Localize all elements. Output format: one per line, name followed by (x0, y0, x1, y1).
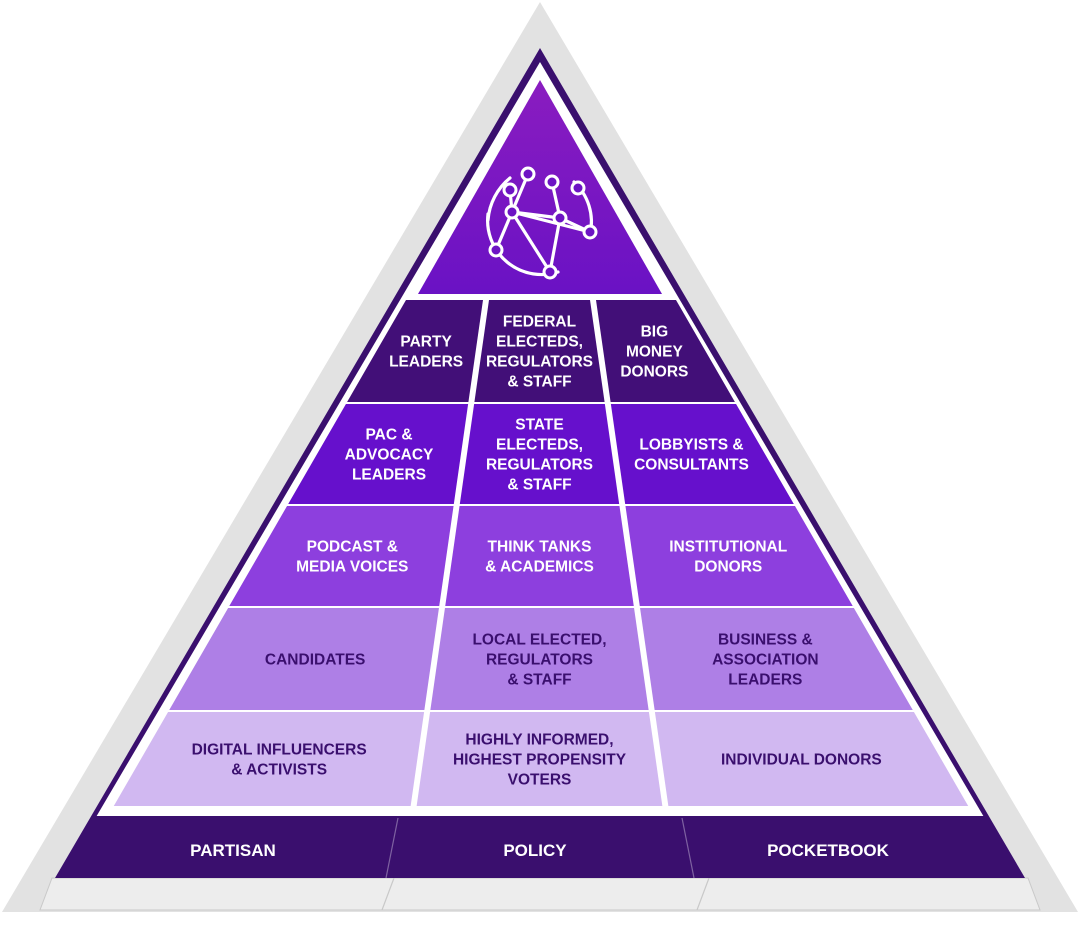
cell-label: THINK TANKS & ACADEMICS (485, 539, 594, 576)
cell-label-line: LEADERS (728, 672, 802, 689)
cell-label: LOCAL ELECTED, REGULATORS & STAFF (472, 632, 606, 689)
cell-label-line: REGULATORS (486, 652, 593, 669)
network-node (504, 204, 520, 220)
cell-label-line: CANDIDATES (265, 652, 365, 669)
cell-label-line: ELECTEDS, (496, 334, 583, 351)
cell-label-line: PAC & (365, 427, 412, 444)
cell-label-line: CONSULTANTS (634, 457, 749, 474)
cell-label-line: & ACADEMICS (485, 559, 594, 576)
cell-label-line: BIG (641, 324, 669, 341)
pyramid-cell-r4-c1 (416, 712, 663, 806)
pyramid-cell-r1-c1 (459, 404, 620, 504)
cell-label: INDIVIDUAL DONORS (721, 752, 882, 769)
pyramid-cell-r2-c1 (445, 506, 634, 606)
column-header-partisan: PARTISAN (190, 841, 276, 860)
column-divider (385, 817, 399, 879)
base-ledge (39, 877, 1041, 911)
pyramid-cell-r0-c1 (474, 300, 605, 402)
network-node (570, 180, 586, 196)
cell-label-line: THINK TANKS (488, 539, 592, 556)
pyramid-cell-r1-c0 (288, 404, 469, 504)
pyramid-cell-r0-c0 (347, 300, 483, 402)
pyramid-cell-r3-c1 (430, 608, 649, 710)
cell-label-line: FEDERAL (503, 314, 576, 331)
pyramid-cell-r3-c2 (640, 608, 913, 710)
cell-label-line: INSTITUTIONAL (669, 539, 787, 556)
cell-label: CANDIDATES (265, 652, 365, 669)
network-node (502, 182, 518, 198)
column-header-policy: POLICY (503, 841, 567, 860)
network-node (520, 166, 536, 182)
cell-label: INSTITUTIONAL DONORS (669, 539, 787, 576)
cell-label: LOBBYISTS & CONSULTANTS (634, 437, 749, 474)
network-node (542, 264, 558, 280)
cell-label-line: MONEY (626, 344, 684, 361)
base-ledge-divider (381, 877, 395, 911)
column-header-pocketbook: POCKETBOOK (767, 841, 890, 860)
cell-label-line: & STAFF (507, 672, 571, 689)
base-ledge-divider (696, 877, 710, 911)
cell-label-line: ADVOCACY (345, 447, 434, 464)
pyramid-cell-r4-c0 (113, 712, 425, 806)
cell-label: DIGITAL INFLUENCERS & ACTIVISTS (192, 742, 367, 779)
cell-label-line: BUSINESS & (718, 632, 813, 649)
cell-label: PARTY LEADERS (389, 334, 463, 371)
cell-label: BUSINESS & ASSOCIATION LEADERS (712, 632, 819, 689)
pyramid-cell-r2-c0 (229, 506, 454, 606)
cell-label: BIG MONEY DONORS (620, 324, 688, 381)
cell-label-line: & ACTIVISTS (231, 762, 327, 779)
network-globe-icon (486, 166, 598, 280)
cell-label-line: DIGITAL INFLUENCERS (192, 742, 367, 759)
cell-label-line: VOTERS (508, 772, 572, 789)
cell-label: FEDERAL ELECTEDS, REGULATORS & STAFF (486, 314, 593, 391)
network-node (582, 224, 598, 240)
cell-label-line: HIGHEST PROPENSITY (453, 752, 627, 769)
cell-label-line: ASSOCIATION (712, 652, 819, 669)
pyramid-cell-r3-c0 (169, 608, 439, 710)
network-node (544, 174, 560, 190)
cell-label-line: REGULATORS (486, 457, 593, 474)
cell-label-line: HIGHLY INFORMED, (465, 732, 613, 749)
cell-label-line: MEDIA VOICES (296, 559, 408, 576)
cell-label-line: LEADERS (352, 467, 426, 484)
cell-label-line: & STAFF (507, 477, 571, 494)
cell-label-line: INDIVIDUAL DONORS (721, 752, 882, 769)
cell-label-line: PARTY (400, 334, 452, 351)
cell-label: PODCAST & MEDIA VOICES (296, 539, 408, 576)
pyramid-cell-r1-c2 (610, 404, 794, 504)
cell-label-line: LOBBYISTS & (639, 437, 743, 454)
cell-label-line: & STAFF (507, 374, 571, 391)
cell-label-line: DONORS (620, 364, 688, 381)
cell-label-line: DONORS (694, 559, 762, 576)
pyramid-cell-r4-c2 (654, 712, 969, 806)
cell-label-line: REGULATORS (486, 354, 593, 371)
network-node (488, 242, 504, 258)
cell-label-line: PODCAST & (307, 539, 398, 556)
cell-label-line: STATE (515, 417, 564, 434)
pyramid-apex (418, 80, 662, 294)
pyramid-cell-r2-c2 (625, 506, 853, 606)
cell-label: STATE ELECTEDS, REGULATORS & STAFF (486, 417, 593, 494)
pyramid-cell-r0-c2 (596, 300, 735, 402)
column-divider (681, 817, 695, 879)
cell-label-line: LEADERS (389, 354, 463, 371)
cell-label-line: LOCAL ELECTED, (472, 632, 606, 649)
network-node (552, 210, 568, 226)
cell-label-line: ELECTEDS, (496, 437, 583, 454)
cell-label: HIGHLY INFORMED, HIGHEST PROPENSITY VOTERS (453, 732, 627, 789)
cell-label: PAC & ADVOCACY LEADERS (345, 427, 434, 484)
